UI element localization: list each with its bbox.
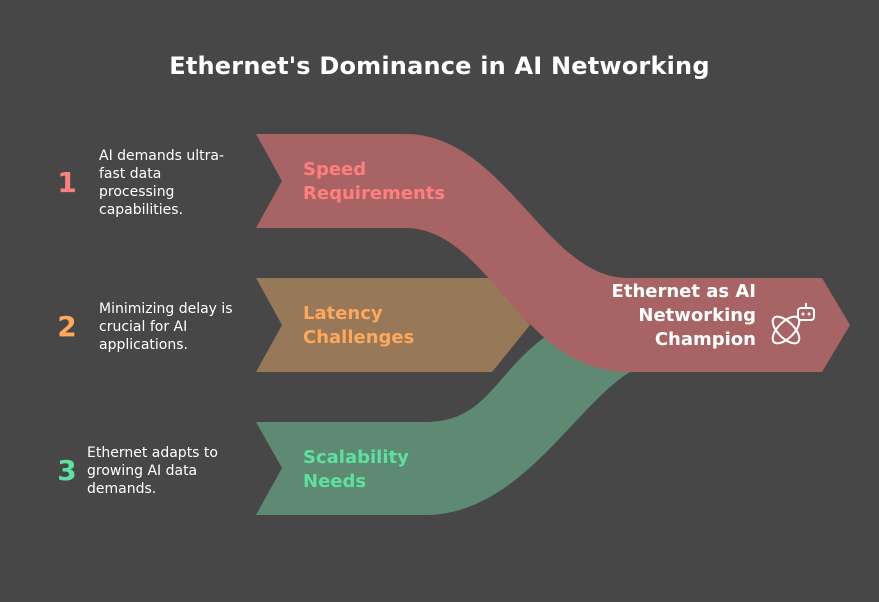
step-number-3: 3 [57,454,77,487]
band-scalability [256,330,630,515]
step-description-2: Minimizing delay is crucial for AI appli… [99,301,233,353]
step-label-3-text: Scalability Needs [303,447,409,492]
step-description-1: AI demands ultra-fast data processing ca… [99,148,225,218]
step-description-3: Ethernet adapts to growing AI data deman… [87,445,218,497]
step-number-2: 2 [57,310,77,343]
page-title: Ethernet's Dominance in AI Networking [169,52,710,80]
step-number-1: 1 [57,166,77,199]
step-label-3: Scalability Needs [303,446,433,494]
step-label-1-text: Speed Requirements [303,159,446,204]
robot-atom-icon [771,303,815,345]
step-label-2: Latency Challenges [303,302,433,350]
step-label-1: Speed Requirements [303,158,453,206]
result-label: Ethernet as AI Networking Champion [611,281,756,350]
band-latency [256,278,530,372]
step-label-2-text: Latency Challenges [303,303,415,348]
band-speed [256,134,850,372]
